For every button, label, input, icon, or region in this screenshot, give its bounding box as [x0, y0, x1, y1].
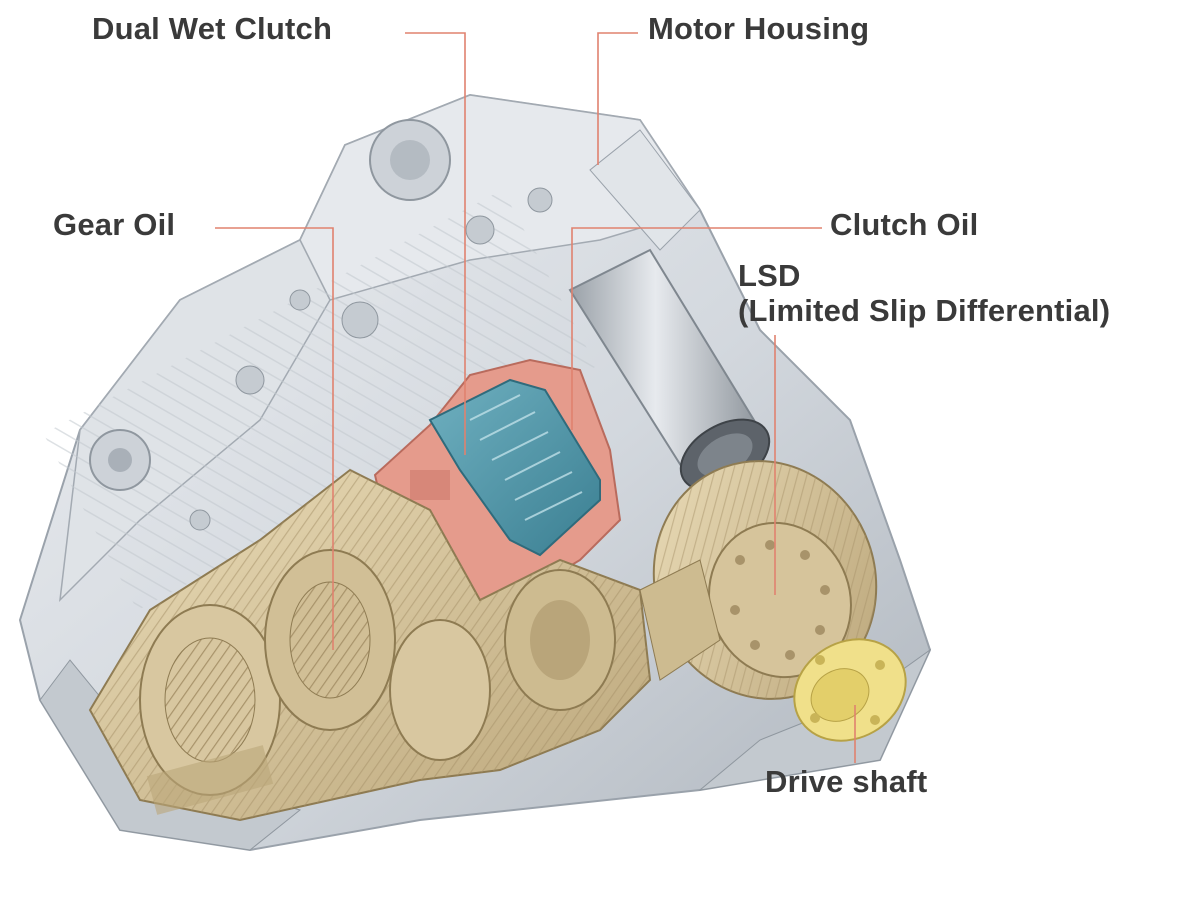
leader-dual-wet-clutch: [405, 32, 466, 455]
label-lsd: LSD (Limited Slip Differential): [738, 258, 1111, 328]
label-motor-housing-text: Motor Housing: [648, 11, 870, 46]
leader-clutch-oil: [571, 227, 822, 430]
dual-wet-clutch: [428, 378, 601, 557]
leader-lines: [215, 32, 856, 763]
gear-train: [88, 468, 652, 822]
label-lsd-line2: (Limited Slip Differential): [738, 292, 1111, 328]
label-dual-wet-clutch-text: Dual Wet Clutch: [92, 11, 333, 46]
leader-gear-oil: [215, 227, 334, 650]
limited-slip-differential: [639, 460, 878, 700]
label-gear-oil-text: Gear Oil: [53, 207, 176, 242]
leader-motor-housing: [597, 32, 638, 165]
drive-shaft: [793, 638, 907, 742]
label-drive-shaft: Drive shaft: [765, 764, 928, 800]
label-dual-wet-clutch: Dual Wet Clutch: [92, 11, 333, 47]
label-motor-housing: Motor Housing: [648, 11, 870, 47]
label-clutch-oil-text: Clutch Oil: [830, 207, 979, 242]
label-clutch-oil: Clutch Oil: [830, 207, 979, 243]
label-drive-shaft-text: Drive shaft: [765, 764, 928, 799]
label-lsd-line1: LSD: [738, 258, 801, 293]
label-gear-oil: Gear Oil: [53, 207, 176, 243]
